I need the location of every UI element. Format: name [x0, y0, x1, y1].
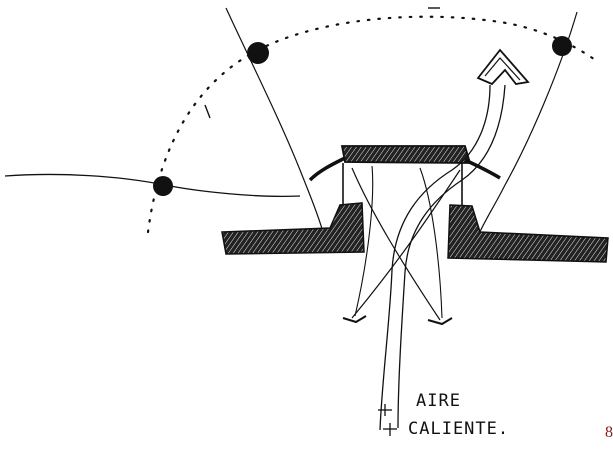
- sun-ray-right: [477, 11, 578, 237]
- light-ray-3: [354, 165, 374, 317]
- wall-section-left: [221, 202, 365, 255]
- sun-low-icon: [153, 176, 173, 196]
- label-aire: AIRE: [416, 391, 461, 411]
- sun-high-icon: [552, 36, 572, 56]
- page-number: 8: [605, 424, 613, 441]
- light-ray-4: [419, 167, 443, 319]
- roof-slab: [340, 145, 472, 164]
- light-ray-1: [351, 167, 441, 321]
- hot-air-flow-left: [379, 84, 491, 431]
- arrow-down-icon: [342, 315, 367, 324]
- horizon-line: [4, 173, 301, 198]
- roof-wing-right: [464, 158, 501, 180]
- label-caliente: CALIENTE.: [408, 419, 509, 439]
- arc-tick: [204, 104, 211, 119]
- sun-ray-left: [225, 7, 324, 233]
- arrow-down-icon: [427, 317, 453, 326]
- rising-arrow-icon: [484, 57, 521, 81]
- roof-wing-left: [308, 156, 346, 182]
- wall-section-right: [447, 204, 609, 263]
- rising-arrow-icon: [476, 48, 530, 86]
- sun-path-arc: [146, 15, 600, 234]
- hot-air-flow-right: [397, 84, 506, 429]
- sun-mid-icon: [247, 42, 269, 64]
